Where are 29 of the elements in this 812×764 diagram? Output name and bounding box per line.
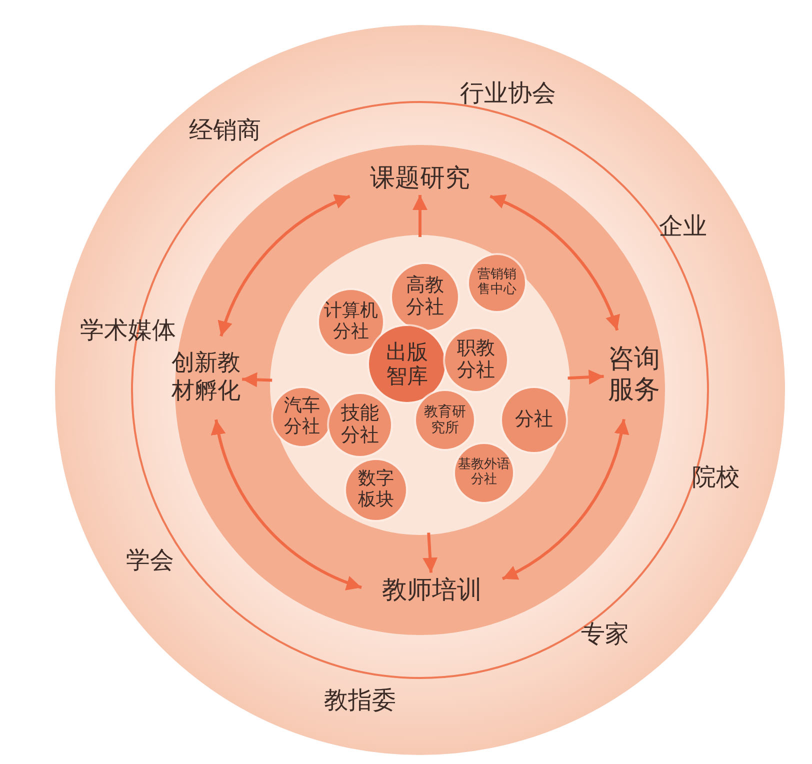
stakeholder-label: 企业 <box>659 211 707 242</box>
circle-node: 出版智库 <box>369 326 445 402</box>
service-label: 教师培训 <box>370 572 494 608</box>
circle-node: 计算机分社 <box>319 290 383 354</box>
arrow <box>568 370 604 385</box>
stakeholder-label: 学会 <box>126 545 174 576</box>
circle-node: 基教外语分社 <box>455 444 513 502</box>
arrow <box>490 194 620 331</box>
arrow <box>218 194 350 337</box>
circle-node: 数字板块 <box>346 460 406 520</box>
stakeholder-label: 经销商 <box>189 115 261 146</box>
arrow <box>502 418 628 580</box>
circle-node: 教育研究所 <box>416 391 474 449</box>
circle-node: 高教分社 <box>392 264 458 330</box>
arrow <box>212 419 362 590</box>
circle-node: 营销销售中心 <box>469 255 525 311</box>
arrow <box>242 372 272 388</box>
stakeholder-label: 行业协会 <box>460 78 556 109</box>
arrow <box>412 195 428 237</box>
service-label: 创新教材孵化 <box>169 345 243 411</box>
stakeholder-label: 专家 <box>581 619 629 650</box>
service-label: 课题研究 <box>358 160 482 196</box>
circle-node: 分社 <box>502 388 566 452</box>
service-label: 咨询服务 <box>603 339 665 411</box>
circle-node: 技能分社 <box>329 394 391 456</box>
circle-node: 汽车分社 <box>273 388 331 446</box>
stakeholder-label: 教指委 <box>324 685 396 716</box>
circle-node: 职教分社 <box>445 329 507 391</box>
arrow <box>422 532 438 573</box>
